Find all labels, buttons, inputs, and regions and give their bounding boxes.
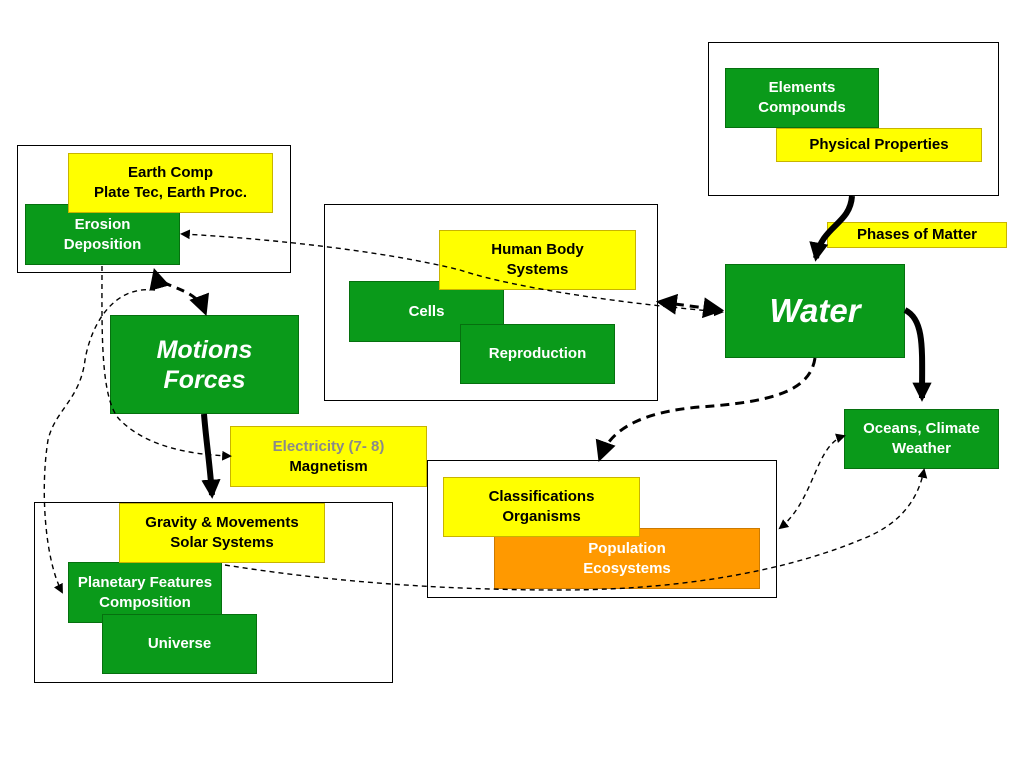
earth-comp-label: Earth Comp [127,164,213,181]
matter-group-frame [708,42,999,196]
dashed-water-to-erosion [180,229,724,317]
arrow-motions-to-gravity [201,413,221,499]
elements-label: Elements [768,79,836,96]
arrow-water-to-oceans [903,307,932,402]
water-node: Water [725,264,905,358]
population-ecosystems-node: Population Ecosystems [494,528,760,589]
erosion-deposition-node: Erosion Deposition [25,204,180,265]
composition-label: Composition [99,593,191,611]
ecosystems-label: Ecosystems [583,559,671,577]
electricity-magnetism-node: Electricity (7- 8) Magnetism [230,426,427,487]
planetary-features-label: Planetary Features [77,573,213,591]
classifications-label: Classifications [488,488,595,505]
electricity-label: Electricity (7- 8) [272,437,385,455]
universe-label: Universe [147,635,212,652]
phases-of-matter-label: Phases of Matter [856,226,978,243]
dashed-life-to-water [655,293,725,319]
magnetism-label: Magnetism [289,457,368,475]
planetary-features-node: Planetary Features Composition [68,562,222,623]
universe-node: Universe [102,614,257,674]
solar-systems-label: Solar Systems [170,534,274,551]
organisms-label: Organisms [502,508,581,525]
forces-label: Forces [163,365,246,394]
reproduction-label: Reproduction [488,345,587,362]
classifications-organisms-node: Classifications Organisms [443,477,640,537]
gravity-solar-node: Gravity & Movements Solar Systems [119,503,325,563]
space-science-group-frame [34,502,393,683]
gravity-movements-label: Gravity & Movements [145,514,299,531]
motions-label: Motions [156,335,253,364]
phases-of-matter-node: Phases of Matter [827,222,1007,248]
oceans-climate-weather-node: Oceans, Climate Weather [844,409,999,469]
reproduction-node: Reproduction [460,324,615,384]
physical-properties-node: Physical Properties [776,128,982,162]
weather-label: Weather [892,440,951,457]
dashed-solar-to-oceans [224,468,928,591]
dashed-erosion-to-electricity [101,265,232,461]
oceans-climate-label: Oceans, Climate [863,420,980,437]
plate-tec-label: Plate Tec, Earth Proc. [93,184,248,201]
erosion-label: Erosion [74,215,131,233]
dashed-erosion-to-motions [149,267,209,316]
population-label: Population [588,539,666,557]
arrow-matter-to-water [809,195,855,262]
dashed-motions-loop-to-planetary [43,289,156,594]
deposition-label: Deposition [63,235,142,253]
motions-forces-node: Motions Forces [110,315,299,414]
dashed-oceans-to-ecology [778,433,846,530]
earth-comp-node: Earth Comp Plate Tec, Earth Proc. [68,153,273,213]
elements-compounds-node: Elements Compounds [725,68,879,128]
compounds-label: Compounds [758,99,846,116]
dashed-water-to-classifications [595,357,817,462]
physical-properties-label: Physical Properties [809,136,949,153]
